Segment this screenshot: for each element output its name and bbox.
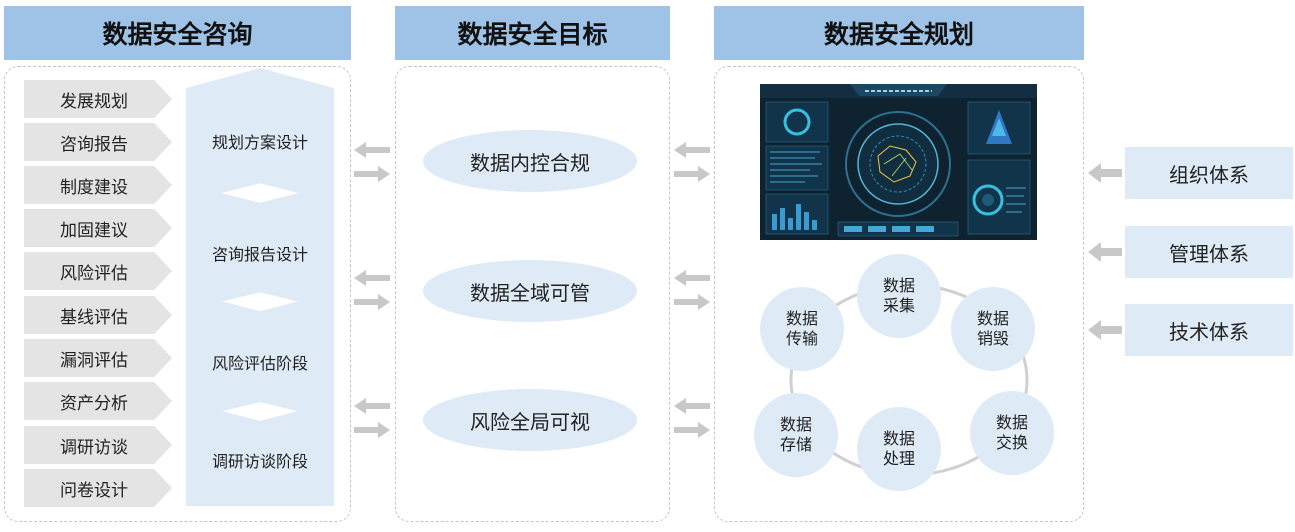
right-arrow-icon — [354, 422, 390, 438]
left-arrow-icon — [1088, 320, 1122, 340]
left-arrow-icon — [674, 398, 710, 414]
lifecycle-transmit: 数据 传输 — [760, 287, 844, 371]
goal-internal-compliance: 数据内控合规 — [423, 130, 637, 192]
item-asset-analysis: 资产分析 — [24, 382, 172, 420]
dashboard-screenshot — [760, 84, 1037, 240]
right-arrow-icon — [674, 422, 710, 438]
system-organization: 组织体系 — [1125, 147, 1293, 199]
item-hardening-advice: 加固建议 — [24, 209, 172, 247]
arrow-pair-4 — [674, 142, 710, 182]
item-development-planning: 发展规划 — [24, 80, 172, 118]
goal-domain-manageable: 数据全域可管 — [423, 260, 637, 322]
arrow-pair-6 — [674, 398, 710, 438]
goals-header: 数据安全目标 — [395, 6, 670, 60]
stage-plan-design: 规划方案设计 — [186, 68, 334, 202]
lifecycle-destroy: 数据 销毁 — [951, 287, 1035, 371]
right-arrow-icon — [674, 166, 710, 182]
item-consulting-report: 咨询报告 — [24, 123, 172, 161]
left-arrow-icon — [674, 142, 710, 158]
item-baseline-assessment: 基线评估 — [24, 296, 172, 334]
lifecycle-collect: 数据 采集 — [857, 254, 941, 338]
consulting-header: 数据安全咨询 — [4, 6, 351, 60]
item-questionnaire-design: 问卷设计 — [24, 469, 172, 507]
system-technology: 技术体系 — [1125, 304, 1293, 356]
item-system-building: 制度建设 — [24, 166, 172, 204]
goal-risk-visible: 风险全局可视 — [423, 389, 637, 451]
arrow-pair-1 — [354, 142, 390, 182]
system-arrow-3 — [1088, 320, 1122, 340]
planning-header: 数据安全规划 — [714, 6, 1084, 60]
left-arrow-icon — [354, 270, 390, 286]
arrow-pair-2 — [354, 270, 390, 310]
left-arrow-icon — [354, 398, 390, 414]
left-arrow-icon — [354, 142, 390, 158]
system-arrow-2 — [1088, 242, 1122, 262]
item-risk-assessment: 风险评估 — [24, 252, 172, 290]
stage-report-design: 咨询报告设计 — [186, 184, 334, 310]
lifecycle-process: 数据 处理 — [857, 407, 941, 491]
stage-risk-assessment: 风险评估阶段 — [186, 292, 334, 420]
arrow-pair-5 — [674, 270, 710, 310]
left-arrow-icon — [1088, 242, 1122, 262]
left-arrow-icon — [674, 270, 710, 286]
system-management: 管理体系 — [1125, 226, 1293, 278]
lifecycle-exchange: 数据 交换 — [970, 391, 1054, 475]
right-arrow-icon — [354, 294, 390, 310]
system-arrow-1 — [1088, 163, 1122, 183]
item-vulnerability-assessment: 漏洞评估 — [24, 339, 172, 377]
lifecycle-store: 数据 存储 — [754, 393, 838, 477]
right-arrow-icon — [354, 166, 390, 182]
arrow-pair-3 — [354, 398, 390, 438]
item-research-interview: 调研访谈 — [24, 426, 172, 464]
right-arrow-icon — [674, 294, 710, 310]
left-arrow-icon — [1088, 163, 1122, 183]
